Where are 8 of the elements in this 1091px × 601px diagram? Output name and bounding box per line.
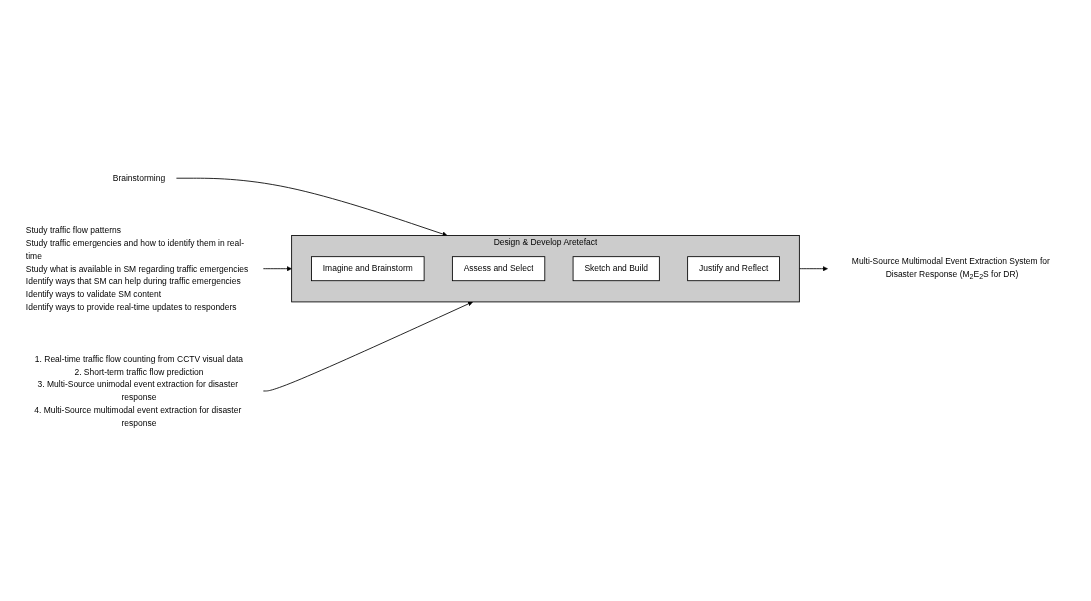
node-box: Justify and Reflect — [687, 256, 780, 282]
node-text: Multi-Source Multimodal Event Extraction System for Disaster Response (M$_{2}$E$_{2}$S for DR) — [851, 256, 1050, 281]
node-text: Brainstorming — [112, 172, 166, 183]
node-box: Assess and Select — [451, 256, 546, 282]
node-text: Study traffic flow patterns Study traffic emergencies and how to identify them in real-time Study what is available in SM regarding traffic emergencies Identify ways that SM can help during traffic emergencies Identify ways to validate SM content Identify ways to provide real-time updates to responders — [25, 225, 249, 312]
node-box: Imagine and Brainstorm — [311, 256, 425, 282]
node-text: 1. Real-time traffic flow counting from CCTV visual data 2. Short-term traffic flow prediction 3. Multi-Source unimodal event extraction for disaster response 4. Multi-Source multimodal event extraction for disaster response — [34, 353, 244, 428]
node-box: Sketch and Build — [572, 256, 660, 282]
